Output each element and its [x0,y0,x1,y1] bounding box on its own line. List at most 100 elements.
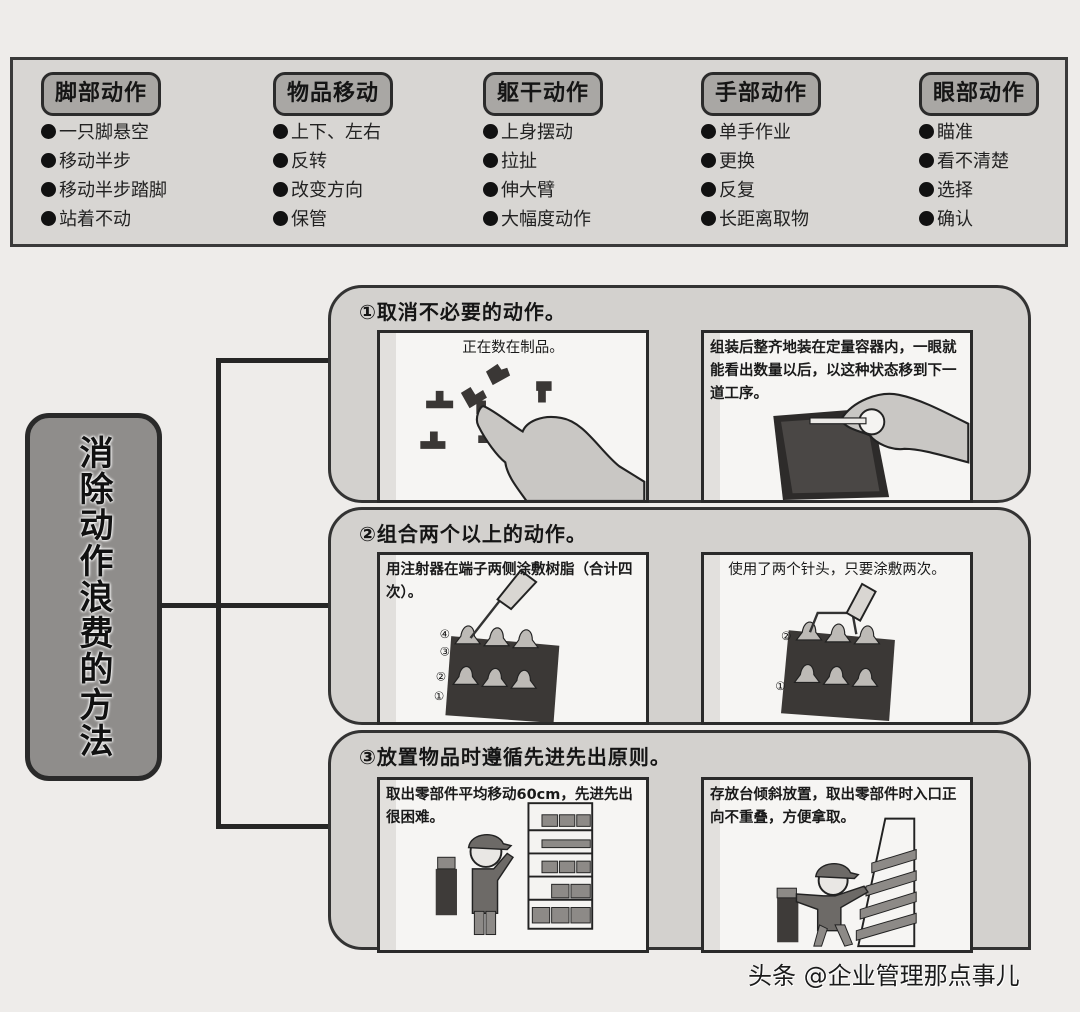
double-needle-icon [808,611,858,635]
bullet-icon [483,153,498,168]
category-object: 物品移动 上下、左右 反转 改变方向 保管 [273,72,394,234]
worker-icon [776,863,869,947]
bullet-icon [701,211,716,226]
step-label: ④ [440,627,450,641]
flat-shelf-icon [527,802,594,930]
category-item: 确认 [919,205,1039,234]
connector-line [216,358,221,828]
part-icon [460,387,487,409]
syringe-icon [845,582,877,622]
bullet-icon [701,182,716,197]
main-title: 消除动作浪费的方法 [73,435,113,759]
category-item: 拉扯 [483,147,603,176]
category-item: 移动半步 [41,147,167,176]
bullet-icon [701,124,716,139]
method-title: ①取消不必要的动作。 [359,300,566,324]
bullet-icon [273,153,288,168]
step-label: ③ [440,644,450,658]
hand-counting-parts-illustration [420,363,646,500]
bullet-icon [701,153,716,168]
bullet-icon [41,153,56,168]
category-item: 上下、左右 [273,118,393,147]
inclined-rack-icon [855,817,917,948]
before-scene: 正在数在制品。 [377,330,649,503]
worker-at-inclined-rack-illustration [776,817,917,948]
scene-caption: 正在数在制品。 [462,340,564,356]
scene-caption: 取出零部件平均移动60cm，先进先出很困难。 [386,787,633,826]
bullet-icon [919,124,934,139]
category-item: 大幅度动作 [483,205,603,234]
bullet-icon [273,182,288,197]
bullet-icon [919,153,934,168]
watermark: 头条 @企业管理那点事儿 [748,962,1020,990]
bullet-icon [273,211,288,226]
category-item: 瞄准 [919,118,1039,147]
bullet-icon [919,211,934,226]
step-label: ① [775,679,785,693]
scene-caption: 组装后整齐地装在定量容器内，一眼就能看出数量以后，以这种状态移到下一道工序。 [710,340,957,402]
double-needle-syringe-illustration: ② ① [775,582,895,722]
after-scene: ② ① 使用了两个针头，只要涂敷两次。 [701,552,973,725]
category-item: 移动半步踏脚 [41,176,167,205]
step-label: ② [436,669,446,683]
category-item: 选择 [919,176,1039,205]
category-title: 躯干动作 [483,72,604,116]
category-item: 看不清楚 [919,147,1039,176]
category-eye: 眼部动作 瞄准 看不清楚 选择 确认 [919,72,1040,234]
category-item: 保管 [273,205,393,234]
category-hand: 手部动作 单手作业 更换 反复 长距离取物 [701,72,822,234]
category-item: 长距离取物 [701,205,821,234]
single-needle-syringe-illustration: ④ ③ ② ① [434,569,560,722]
syringe-icon [496,569,538,611]
connector-line [216,358,330,363]
connector-line [160,603,218,608]
scene-caption: 使用了两个针头，只要涂敷两次。 [728,562,946,578]
category-title: 眼部动作 [919,72,1040,116]
category-item: 更换 [701,147,821,176]
bullet-icon [41,211,56,226]
method-panel-2: ②组合两个以上的动作。 ④ ③ ② ① 用注射器在端子两侧涂敷树脂（合计四次）。 [328,507,1031,725]
hand-icon [475,405,646,500]
category-title: 手部动作 [701,72,822,116]
worker-at-flat-shelf-illustration [435,802,594,936]
bullet-icon [41,124,56,139]
category-foot: 脚部动作 一只脚悬空 移动半步 移动半步踏脚 站着不动 [41,72,167,234]
method-title: ③放置物品时遵循先进先出原则。 [359,745,671,769]
connector-line [216,824,330,829]
bullet-icon [41,182,56,197]
before-scene: ④ ③ ② ① 用注射器在端子两侧涂敷树脂（合计四次）。 [377,552,649,725]
category-item: 反转 [273,147,393,176]
category-title: 脚部动作 [41,72,162,116]
category-item: 上身摆动 [483,118,603,147]
category-item: 改变方向 [273,176,393,205]
bullet-icon [483,182,498,197]
category-item: 单手作业 [701,118,821,147]
worker-icon [435,834,515,936]
step-label: ① [434,689,444,703]
bullet-icon [919,182,934,197]
motion-categories-box: 脚部动作 一只脚悬空 移动半步 移动半步踏脚 站着不动 物品移动 上下、左右 反… [10,57,1068,247]
method-panel-3: ③放置物品时遵循先进先出原则。 取出零 [328,730,1031,953]
category-item: 站着不动 [41,205,167,234]
category-title: 物品移动 [273,72,394,116]
bullet-icon [483,211,498,226]
scene-caption: 存放台倾斜放置，取出零部件时入口正向不重叠，方便拿取。 [710,787,957,826]
part-icon [420,431,446,449]
part-icon [426,390,454,409]
before-scene: 取出零部件平均移动60cm，先进先出很困难。 [377,777,649,953]
connector-line [216,603,330,608]
hand-with-container-tray-illustration [773,392,970,500]
bullet-icon [483,124,498,139]
category-item: 伸大臂 [483,176,603,205]
category-item: 反复 [701,176,821,205]
method-panel-1: ①取消不必要的动作。 正在数在制品。 组装后整齐地装在定量容器内，一眼就能看出数… [328,285,1031,503]
part-icon [485,363,511,386]
category-item: 一只脚悬空 [41,118,167,147]
after-scene: 组装后整齐地装在定量容器内，一眼就能看出数量以后，以这种状态移到下一道工序。 [701,330,973,503]
part-icon [536,381,552,403]
category-torso: 躯干动作 上身摆动 拉扯 伸大臂 大幅度动作 [483,72,604,234]
step-label: ② [781,629,791,643]
bullet-icon [273,124,288,139]
scene-caption: 用注射器在端子两侧涂敷树脂（合计四次）。 [386,562,633,601]
after-scene: 存放台倾斜放置，取出零部件时入口正向不重叠，方便拿取。 [701,777,973,953]
